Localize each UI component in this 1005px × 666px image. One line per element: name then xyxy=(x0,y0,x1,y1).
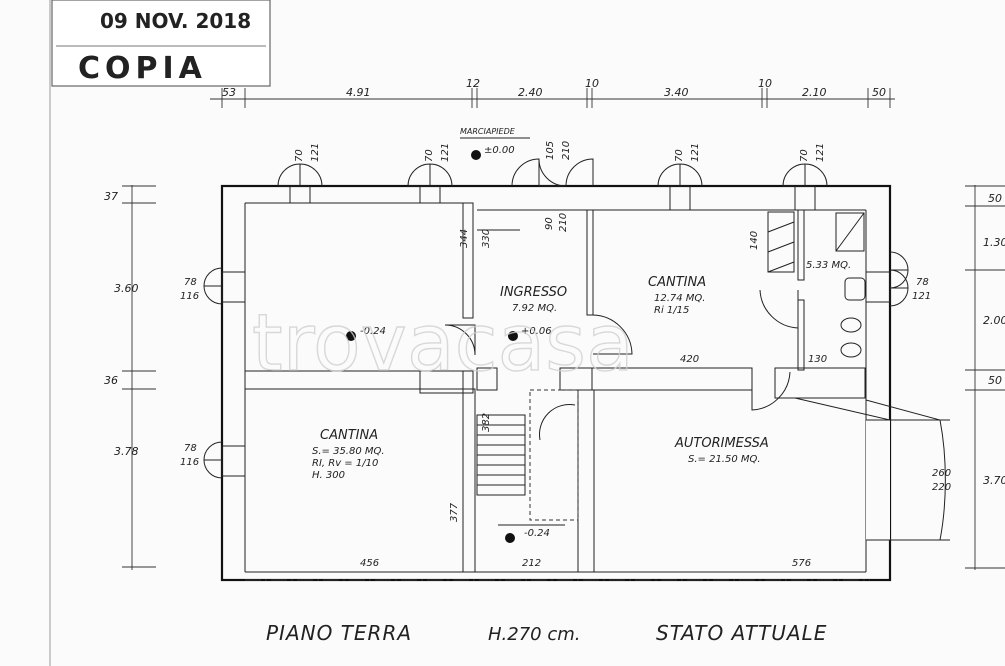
cantina-left-area: S.= 35.80 MQ. xyxy=(312,446,385,457)
level-marker-sidewalk xyxy=(471,150,481,160)
door-height: 210 xyxy=(558,213,569,232)
window-2-w: 70 xyxy=(424,149,435,162)
window-3-h: 210 xyxy=(561,141,572,160)
dim-382: 382 xyxy=(481,413,492,432)
side-window-3-w: 78 xyxy=(916,277,929,288)
garage-door-width: 260 xyxy=(932,468,951,479)
right-dim-2: 1.30 xyxy=(983,236,1005,249)
level-marker-cantina xyxy=(346,331,356,341)
cantina-left-ri: RI, Rv = 1/10 xyxy=(312,458,378,469)
dim-576: 576 xyxy=(792,558,811,569)
top-dim-4: 2.40 xyxy=(518,86,543,99)
stamp-date: 09 NOV. 2018 xyxy=(100,9,251,33)
side-window-3-h: 121 xyxy=(912,291,931,302)
cantina-left-name: CANTINA xyxy=(320,428,378,443)
cantina-level: -0.24 xyxy=(360,326,386,337)
footer-captions: PIANO TERRA H.270 cm. STATO ATTUALE xyxy=(266,621,827,645)
window-4-h: 121 xyxy=(690,143,701,162)
door-labels: 90 210 260 220 xyxy=(544,213,951,493)
cantina-right-ri: Ri 1/15 xyxy=(654,305,689,316)
side-window-2-h: 116 xyxy=(180,457,199,468)
interior-doors xyxy=(444,229,950,541)
window-1-h: 121 xyxy=(310,143,321,162)
dim-344: 344 xyxy=(459,229,470,248)
floor-caption: PIANO TERRA xyxy=(266,621,412,645)
cantina-right-area: 12.74 MQ. xyxy=(654,293,705,304)
dim-377: 377 xyxy=(449,502,460,522)
left-dim-1: 37 xyxy=(104,190,118,203)
ingresso-area: 7.92 MQ. xyxy=(512,303,557,314)
window-5-w: 70 xyxy=(799,149,810,162)
top-dimension-chain: 53 4.91 12 2.40 10 3.40 10 2.10 50 xyxy=(210,77,895,108)
watermark: trovacasa xyxy=(252,299,634,389)
right-dim-4: 50 xyxy=(988,374,1002,387)
top-dim-3: 12 xyxy=(466,77,480,90)
right-dim-5: 3.70 xyxy=(983,474,1005,487)
left-dimension-chain: 37 3.60 36 3.78 xyxy=(104,185,156,570)
autorimessa-area: S.= 21.50 MQ. xyxy=(688,454,761,465)
top-dim-2: 4.91 xyxy=(346,86,371,99)
top-dim-8: 2.10 xyxy=(802,86,827,99)
ingresso-level: +0.06 xyxy=(521,326,552,337)
walls xyxy=(220,184,892,582)
top-windows xyxy=(277,158,828,211)
window-1-w: 70 xyxy=(294,149,305,162)
window-4-w: 70 xyxy=(674,149,685,162)
stamp: 09 NOV. 2018 COPIA xyxy=(51,0,271,87)
garage-door-height: 220 xyxy=(932,482,951,493)
dim-330: 330 xyxy=(481,229,492,248)
toilet-icon xyxy=(840,342,862,358)
stairs xyxy=(476,389,579,526)
bagno-area: 5.33 MQ. xyxy=(806,260,851,271)
window-2-h: 121 xyxy=(440,143,451,162)
top-dim-7: 10 xyxy=(758,77,772,90)
cantina-right-name: CANTINA xyxy=(648,275,706,290)
side-windows: 78 116 78 116 78 121 xyxy=(180,251,931,479)
dim-140: 140 xyxy=(749,231,760,250)
state-caption: STATO ATTUALE xyxy=(656,621,827,645)
bathroom-fixtures xyxy=(767,211,866,358)
stair-level: -0.24 xyxy=(524,528,550,539)
bidet-icon xyxy=(840,317,862,333)
cantina-left-h: H. 300 xyxy=(312,470,345,481)
shower-icon xyxy=(835,212,865,252)
sidewalk-level: ±0.00 xyxy=(484,145,515,156)
room-labels: INGRESSO 7.92 MQ. CANTINA 12.74 MQ. Ri 1… xyxy=(312,260,851,481)
side-window-1-h: 116 xyxy=(180,291,199,302)
height-caption: H.270 cm. xyxy=(488,624,581,645)
top-dim-1: 53 xyxy=(222,86,236,99)
top-dim-6: 3.40 xyxy=(664,86,689,99)
left-dim-4: 3.78 xyxy=(114,445,139,458)
marciapiede-label: MARCIAPIEDE xyxy=(460,127,516,136)
right-dim-1: 50 xyxy=(988,192,1002,205)
right-dimension-chain: 50 1.30 2.00 50 3.70 xyxy=(965,185,1005,570)
dim-420: 420 xyxy=(680,354,699,365)
right-dim-3: 2.00 xyxy=(983,314,1005,327)
left-dim-2: 3.60 xyxy=(114,282,139,295)
door-width: 90 xyxy=(544,217,555,230)
ingresso-name: INGRESSO xyxy=(500,285,567,300)
top-dim-5: 10 xyxy=(585,77,599,90)
dim-456: 456 xyxy=(360,558,379,569)
top-dim-9: 50 xyxy=(872,86,886,99)
sink-icon xyxy=(844,277,866,301)
dim-130: 130 xyxy=(808,354,827,365)
window-5-h: 121 xyxy=(815,143,826,162)
dim-212: 212 xyxy=(522,558,541,569)
autorimessa-name: AUTORIMESSA xyxy=(674,436,769,451)
left-dim-3: 36 xyxy=(104,374,118,387)
window-labels: 70 121 70 121 105 210 70 121 70 121 xyxy=(294,141,826,162)
side-window-2-w: 78 xyxy=(184,443,197,454)
side-window-1-w: 78 xyxy=(184,277,197,288)
level-marker-stair xyxy=(505,533,515,543)
window-3-w: 105 xyxy=(545,141,556,160)
level-marker-ingresso xyxy=(508,331,518,341)
stamp-copy: COPIA xyxy=(78,51,207,86)
level-markers: MARCIAPIEDE ±0.00 -0.24 +0.06 -0.24 xyxy=(346,127,552,543)
inner-dimensions: 344 330 140 420 130 382 377 456 212 576 xyxy=(360,229,827,569)
